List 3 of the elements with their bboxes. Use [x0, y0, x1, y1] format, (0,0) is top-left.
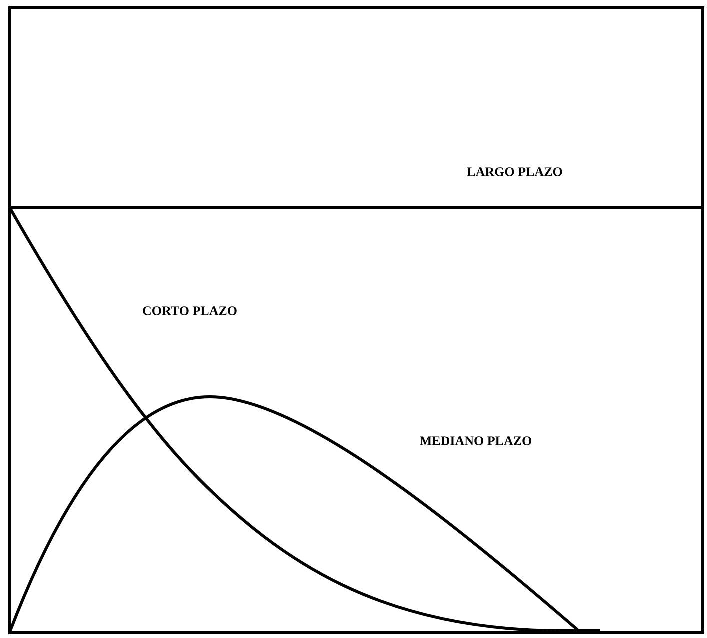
region-label: LARGO PLAZO — [467, 168, 562, 176]
curve-label: MEDIANO PLAZO — [420, 436, 532, 446]
curve-label: CORTO PLAZO — [143, 306, 237, 316]
